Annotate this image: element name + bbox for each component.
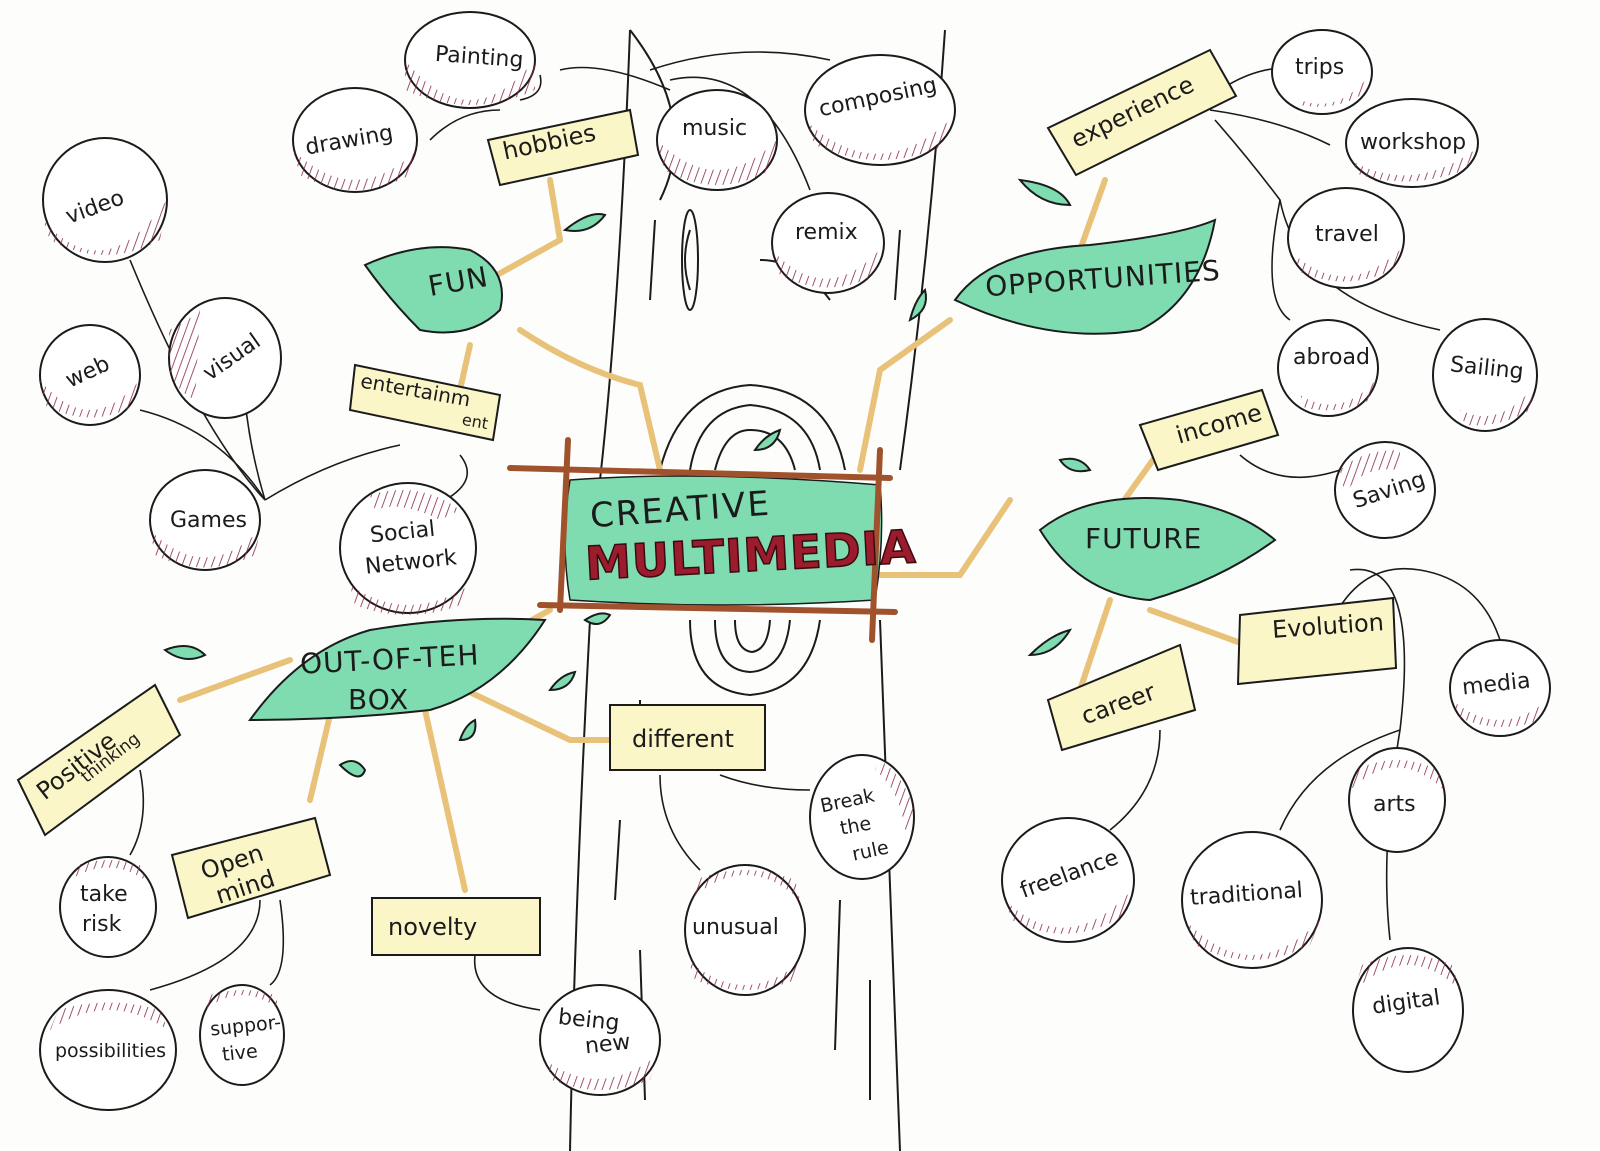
leaf-box-label-2: BOX xyxy=(348,683,410,716)
leaves xyxy=(162,178,1277,778)
balloon-music-label: music xyxy=(682,116,748,141)
balloon-trips xyxy=(1271,29,1373,115)
balloon-drawing xyxy=(292,87,418,193)
leaf-fun xyxy=(363,246,503,334)
balloon-arts-label: arts xyxy=(1373,792,1416,817)
balloon-possibilities-label: possibilities xyxy=(55,1040,166,1062)
leaf-future-label: FUTURE xyxy=(1085,522,1203,555)
balloon-visual xyxy=(168,297,282,419)
balloon-video xyxy=(42,137,168,263)
tag-different: different xyxy=(632,725,734,753)
balloon-abroad-label: abroad xyxy=(1293,345,1370,370)
balloon-composing xyxy=(804,54,956,166)
balloon-possibilities xyxy=(39,989,177,1111)
balloon-takerisk xyxy=(59,856,157,958)
balloon-workshop-label: workshop xyxy=(1360,130,1467,155)
balloon-takerisk-label-1: take xyxy=(80,882,128,907)
balloon-media xyxy=(1449,639,1551,737)
balloon-supportive xyxy=(199,984,285,1086)
leaf-box xyxy=(248,617,547,722)
balloon-unusual xyxy=(684,864,806,996)
balloon-traditional xyxy=(1181,831,1323,969)
balloon-digital xyxy=(1352,947,1464,1073)
balloon-breaktherule xyxy=(809,754,915,880)
balloon-unusual-label: unusual xyxy=(692,915,779,940)
balloon-beingnew-label-2: new xyxy=(583,1029,632,1060)
central-sign xyxy=(507,437,898,643)
leaf-future xyxy=(1038,497,1277,602)
balloon-painting xyxy=(404,11,536,109)
balloon-workshop xyxy=(1345,98,1479,188)
branches xyxy=(177,177,1263,893)
balloon-beingnew xyxy=(539,984,661,1096)
balloon-travel-label: travel xyxy=(1315,222,1379,247)
tags xyxy=(16,48,1398,956)
balloon-remix xyxy=(771,192,885,294)
balloon-music xyxy=(656,89,778,191)
balloon-trips-label: trips xyxy=(1295,55,1345,80)
leaf-opportunities xyxy=(953,218,1217,335)
balloon-arts xyxy=(1348,747,1446,853)
tag-novelty: novelty xyxy=(388,913,478,941)
balloon-social xyxy=(339,482,477,615)
connectors xyxy=(129,51,1501,1011)
balloon-abroad xyxy=(1277,319,1379,417)
balloon-sailing xyxy=(1432,318,1538,432)
balloon-freelance xyxy=(1001,817,1135,943)
balloon-remix-label: remix xyxy=(795,220,858,245)
balloon-games xyxy=(149,469,261,571)
balloon-travel xyxy=(1287,187,1405,289)
balloon-supportive-label-2: tive xyxy=(220,1040,259,1066)
balloon-takerisk-label-2: risk xyxy=(82,912,122,937)
balloon-web xyxy=(39,324,141,426)
balloons xyxy=(39,11,1551,1111)
balloon-saving xyxy=(1334,441,1436,539)
balloon-games-label: Games xyxy=(170,508,247,533)
